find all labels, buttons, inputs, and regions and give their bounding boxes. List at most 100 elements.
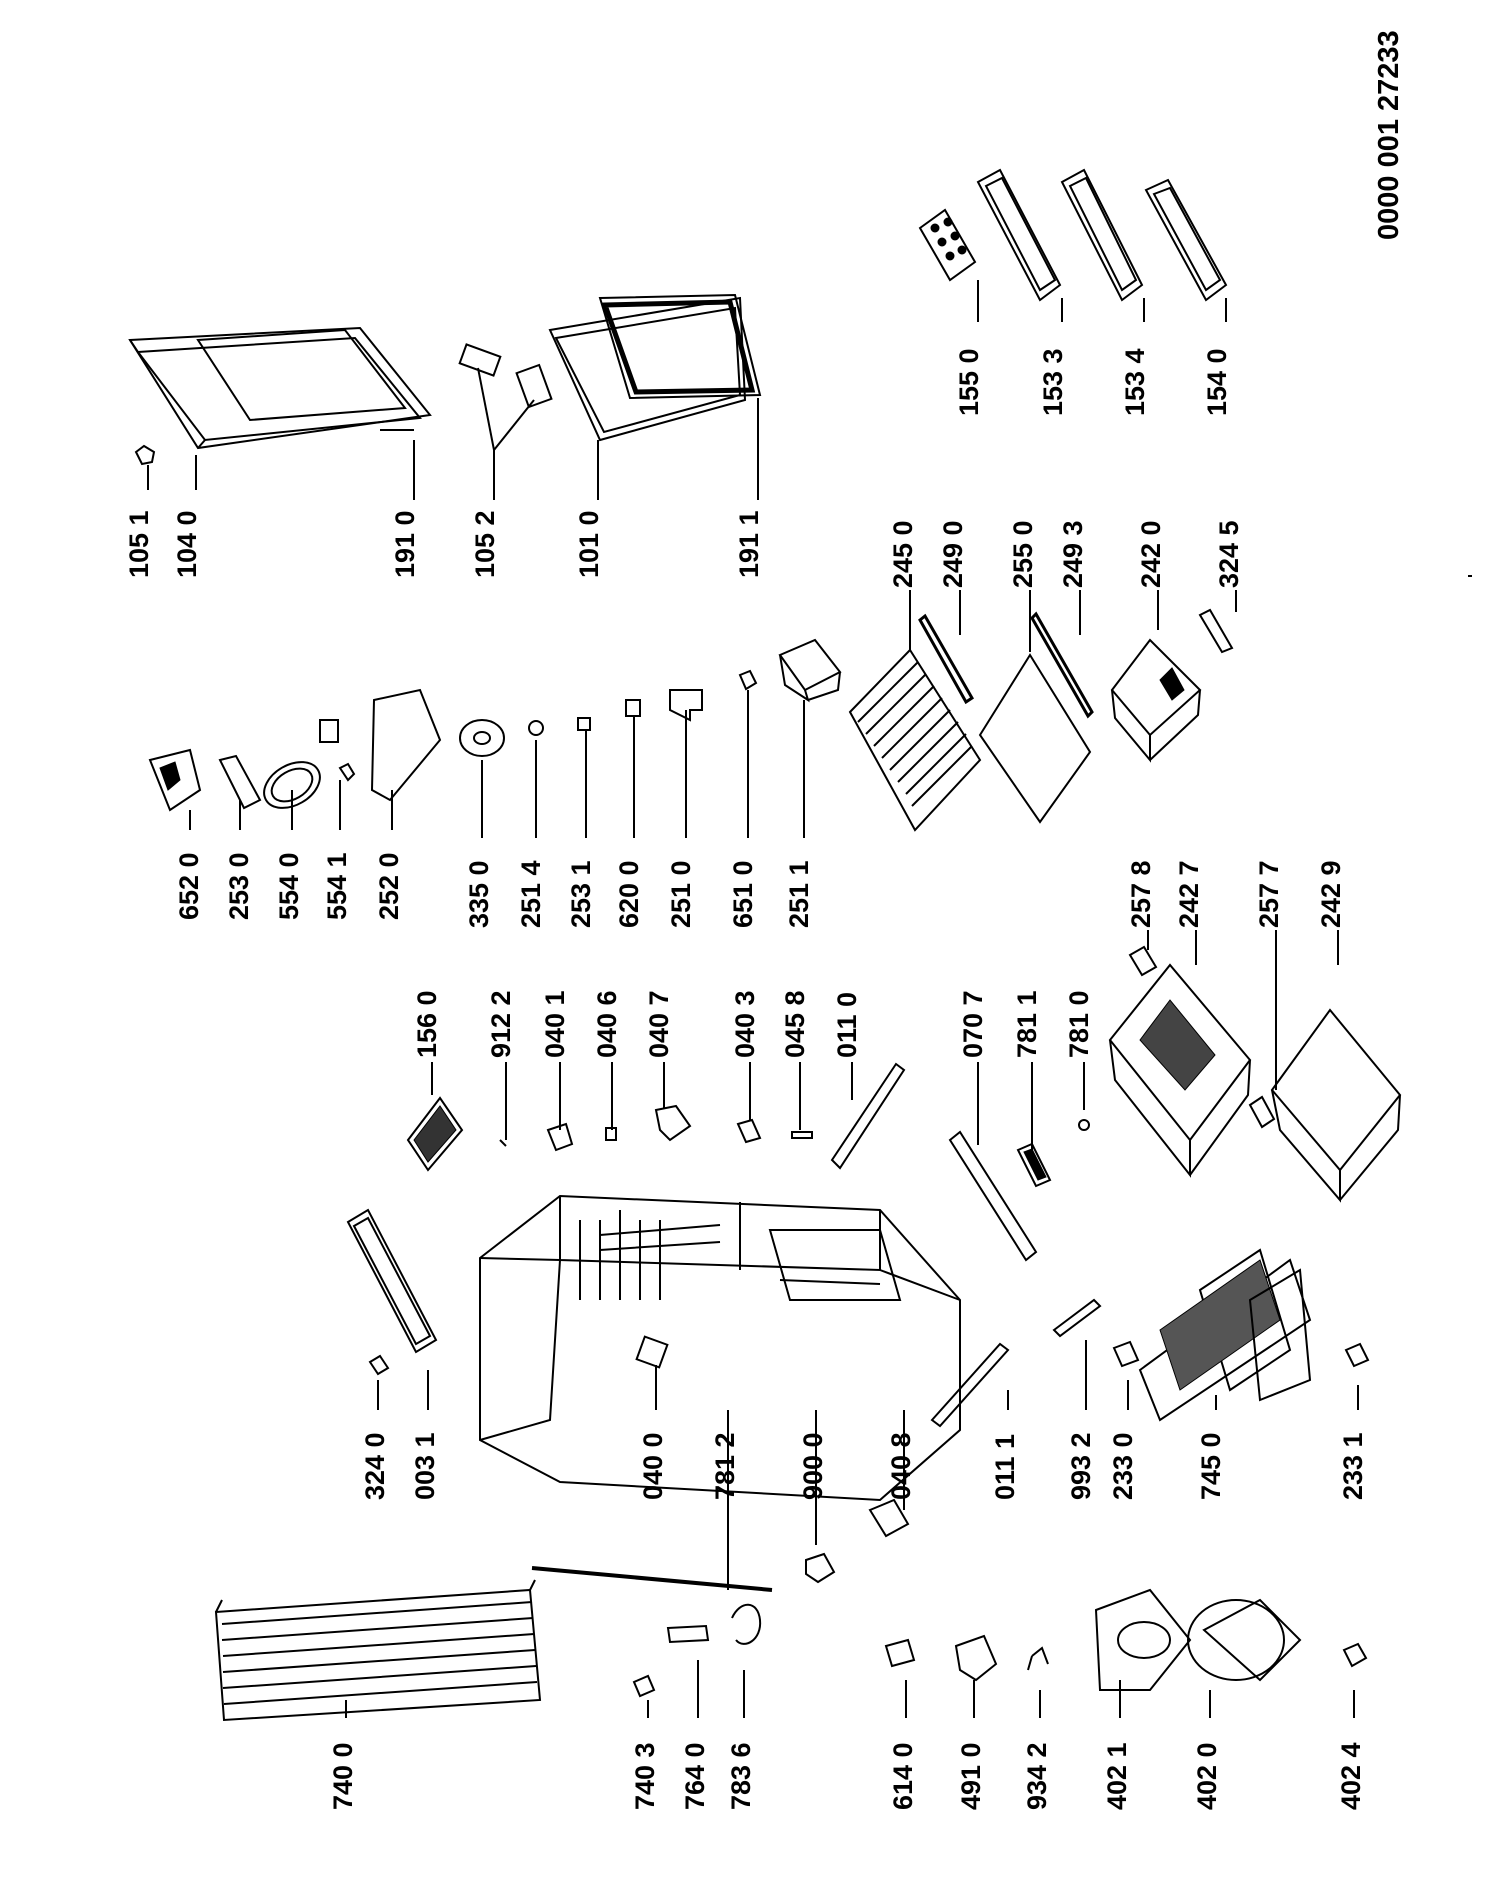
svg-text:040 6: 040 6 — [592, 990, 622, 1058]
callout-0406: 040 6 — [592, 990, 622, 1130]
svg-text:614 0: 614 0 — [888, 1742, 918, 1810]
part-2331 — [1344, 1342, 1370, 1368]
callout-3245: 324 5 — [1214, 520, 1244, 612]
part-7836 — [731, 1603, 762, 1645]
part-6510 — [738, 669, 758, 691]
callout-2490: 249 0 — [938, 520, 968, 635]
callout-5541: 554 1 — [322, 780, 352, 920]
lamp-holder-2530 — [218, 754, 262, 810]
svg-text:257 8: 257 8 — [1126, 860, 1156, 928]
svg-text:781 0: 781 0 — [1064, 990, 1094, 1058]
part-6200 — [625, 699, 641, 717]
clip-5541 — [338, 762, 356, 782]
svg-text:245 0: 245 0 — [888, 520, 918, 588]
rail-0110 — [830, 1062, 906, 1170]
knob-3350 — [459, 719, 505, 757]
part-9932 — [1052, 1298, 1102, 1338]
svg-text:402 4: 402 4 — [1336, 1742, 1366, 1810]
svg-text:491 0: 491 0 — [956, 1742, 986, 1810]
callout-7640: 764 0 — [680, 1660, 710, 1810]
callout-1052: 105 2 — [470, 450, 500, 578]
svg-text:402 1: 402 1 — [1102, 1742, 1132, 1810]
part-6140 — [884, 1638, 916, 1668]
freezer-drawer-2429 — [1270, 1008, 1402, 1203]
compressor-base-4021 — [1094, 1588, 1192, 1691]
svg-text:740 0: 740 0 — [328, 1742, 358, 1810]
clip-2577 — [1248, 1095, 1276, 1129]
hinge-0401 — [546, 1122, 574, 1152]
svg-text:781 1: 781 1 — [1012, 990, 1042, 1058]
svg-text:045 8: 045 8 — [780, 990, 810, 1058]
screw-9122 — [499, 1139, 507, 1147]
rail-0111 — [930, 1342, 1010, 1428]
svg-text:900 0: 900 0 — [798, 1432, 828, 1500]
svg-text:070 7: 070 7 — [958, 990, 988, 1058]
svg-text:011 0: 011 0 — [832, 992, 862, 1058]
callout-2450: 245 0 — [888, 520, 918, 650]
shelf-trim-2493 — [1030, 611, 1094, 719]
svg-text:249 0: 249 0 — [938, 520, 968, 588]
wire-shelf-2450 — [848, 648, 982, 832]
callout-0403: 040 3 — [730, 990, 760, 1120]
svg-text:253 0: 253 0 — [224, 852, 254, 920]
callout-0031: 003 1 — [410, 1370, 440, 1500]
condenser-7400 — [214, 1579, 542, 1722]
svg-text:191 1: 191 1 — [734, 510, 764, 578]
light-cover-2520 — [370, 688, 442, 802]
part-2510 — [669, 689, 703, 722]
callout-0110: 011 0 — [832, 992, 862, 1100]
callout-2577: 257 7 — [1254, 860, 1284, 1090]
svg-text:993 2: 993 2 — [1066, 1432, 1096, 1500]
callout-2511: 251 1 — [784, 700, 814, 928]
compressor-4020 — [1187, 1598, 1302, 1682]
callout-2530: 253 0 — [224, 800, 254, 920]
svg-text:740 3: 740 3 — [630, 1742, 660, 1810]
callout-1910: 191 0 — [390, 440, 420, 578]
svg-text:652 0: 652 0 — [174, 852, 204, 920]
svg-text:324 5: 324 5 — [1214, 520, 1244, 588]
svg-text:651 0: 651 0 — [728, 860, 758, 928]
hinge-1052b — [515, 363, 553, 409]
shelf-trim-2490 — [918, 613, 974, 705]
callout-1550: 155 0 — [954, 280, 984, 416]
callout-7811: 781 1 — [1012, 990, 1042, 1150]
callout-1040: 104 0 — [172, 455, 202, 578]
callout-2331: 233 1 — [1338, 1385, 1368, 1500]
callout-0458: 045 8 — [780, 990, 810, 1130]
callout-7400: 740 0 — [328, 1700, 358, 1810]
egg-tray-1550 — [918, 208, 977, 282]
callout-4021: 402 1 — [1102, 1680, 1132, 1810]
svg-text:040 3: 040 3 — [730, 990, 760, 1058]
svg-text:255 0: 255 0 — [1008, 520, 1038, 588]
control-box-2511 — [778, 638, 842, 703]
svg-text:251 4: 251 4 — [516, 860, 546, 928]
callout-3350: 335 0 — [464, 760, 494, 928]
part-2531 — [577, 717, 591, 731]
svg-text:912 2: 912 2 — [486, 990, 516, 1058]
callout-0407: 040 7 — [644, 990, 674, 1108]
svg-text:155 0: 155 0 — [954, 348, 984, 416]
svg-text:253 1: 253 1 — [566, 860, 596, 928]
hinge-0400 — [635, 1335, 669, 1369]
callout-2520: 252 0 — [374, 790, 404, 920]
glass-shelf-2550 — [978, 653, 1092, 824]
part-7810 — [1078, 1119, 1090, 1131]
svg-text:233 1: 233 1 — [1338, 1432, 1368, 1500]
callout-1533: 153 3 — [1038, 298, 1068, 416]
callout-7810: 781 0 — [1064, 990, 1094, 1110]
svg-text:783 6: 783 6 — [726, 1742, 756, 1810]
svg-text:257 7: 257 7 — [1254, 860, 1284, 928]
callout-2330: 233 0 — [1108, 1380, 1138, 1500]
svg-text:745 0: 745 0 — [1196, 1432, 1226, 1500]
callout-7836: 783 6 — [726, 1670, 756, 1810]
svg-text:324 0: 324 0 — [360, 1432, 390, 1500]
svg-text:620 0: 620 0 — [614, 860, 644, 928]
ring-5540 — [263, 761, 321, 809]
part-labels: 105 1 104 0 191 0 105 2 101 0 191 1 155 … — [124, 280, 1368, 1810]
freezer-door-1040 — [128, 326, 432, 450]
callout-2578: 257 8 — [1126, 860, 1156, 950]
svg-text:402 0: 402 0 — [1192, 1742, 1222, 1810]
svg-text:040 1: 040 1 — [540, 990, 570, 1058]
wire-grid-7450 — [1138, 1248, 1312, 1422]
